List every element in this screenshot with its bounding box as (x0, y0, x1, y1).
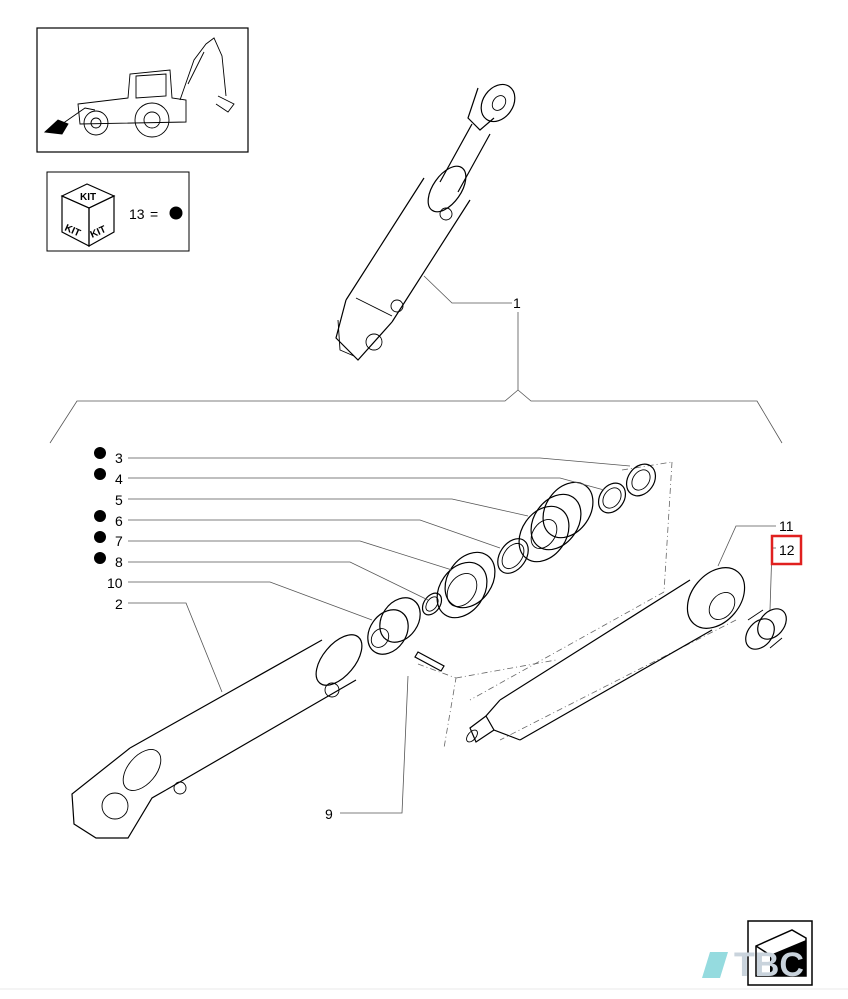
piston-rod-11 (466, 567, 746, 743)
kit-marker-7 (94, 531, 106, 543)
kit-marker-6 (94, 510, 106, 522)
tbc-watermark: TBC (702, 946, 804, 984)
callout-11: 11 (779, 518, 794, 534)
kit-marker-dot (169, 206, 183, 220)
bushing-12 (745, 608, 787, 650)
kit-marker-8 (94, 552, 106, 564)
tbc-logo-icon (702, 952, 728, 978)
cylinder-barrel-2 (71, 634, 363, 839)
assembled-cylinder (335, 83, 516, 361)
callout-8: 8 (115, 554, 123, 570)
o-ring-4 (597, 482, 627, 514)
kit-legend-number: 13 (129, 206, 145, 222)
o-ring-6 (497, 538, 529, 574)
kit-marker-3 (94, 447, 106, 459)
callout-12-highlight (770, 534, 803, 566)
backhoe-loader-icon (43, 37, 235, 138)
kit-marker-4 (94, 468, 106, 480)
o-ring-8 (421, 592, 443, 616)
callout-9: 9 (325, 806, 333, 822)
callout-6: 6 (115, 513, 123, 529)
callout-leaders (128, 457, 776, 814)
page-nav-icon[interactable] (747, 920, 813, 986)
kit-legend: KIT KIT KIT 13 = (46, 171, 190, 252)
piston-10 (367, 597, 421, 655)
callout-7: 7 (115, 533, 123, 549)
exploded-components (71, 461, 787, 839)
tbc-watermark-text: TBC (734, 946, 804, 984)
piston-seal-7 (436, 551, 496, 619)
kit-face-top-label: KIT (80, 192, 96, 203)
callout-2: 2 (115, 596, 123, 612)
seal-ring-3 (625, 463, 657, 497)
gland-head-5 (518, 481, 594, 563)
kit-legend-equals: = (150, 206, 158, 222)
callout-3: 3 (115, 450, 123, 466)
roll-pin-9 (414, 651, 445, 672)
machine-thumbnail (36, 27, 249, 153)
callout-labels: 1 2 3 4 5 6 7 8 9 10 11 12 (94, 295, 803, 822)
callout-1: 1 (513, 295, 521, 311)
callout-10: 10 (107, 575, 123, 591)
callout-12: 12 (779, 542, 795, 558)
callout-1-leaders (49, 275, 783, 444)
callout-4: 4 (115, 471, 123, 487)
callout-5: 5 (115, 492, 123, 508)
